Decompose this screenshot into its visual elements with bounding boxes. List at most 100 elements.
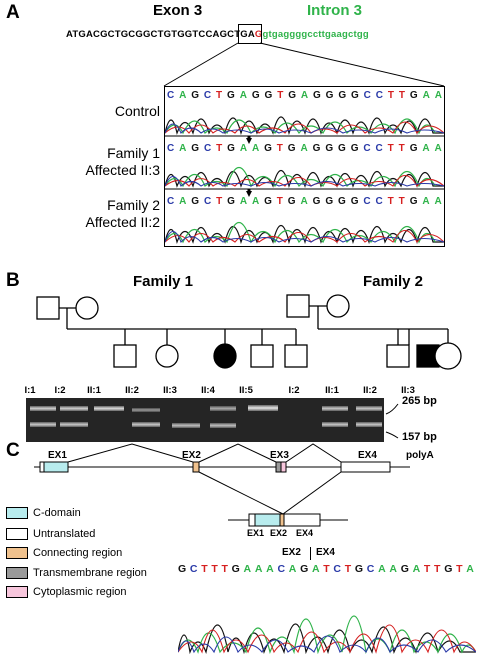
base-2-15: G <box>350 196 359 207</box>
base-1-16: C <box>363 143 371 154</box>
base-1-6: A <box>239 143 248 154</box>
base-2-2: G <box>191 196 200 207</box>
legend-c-domain: C-domain <box>6 506 81 520</box>
base-1-14: G <box>338 143 346 154</box>
base-2-14: G <box>338 196 346 207</box>
base-2-5: G <box>227 196 235 207</box>
base-2-21: A <box>422 196 430 207</box>
base-0-4: T <box>216 90 223 101</box>
legend-untranslated: Untranslated <box>6 527 95 541</box>
family2-title: Family 2 <box>363 273 424 290</box>
exon3-title: Exon 3 <box>153 2 203 19</box>
base-2-16: C <box>363 196 371 207</box>
mutation-arrow-family2 <box>246 191 252 197</box>
base-2-17: C <box>375 196 383 207</box>
base-0-22: A <box>434 90 442 101</box>
junction-divider <box>310 547 311 560</box>
base-1-1: A <box>179 143 187 154</box>
junction-base-24: G <box>444 563 453 575</box>
row-label-family2: Family 2 Affected II:2 <box>85 197 160 230</box>
legend-cytoplasmic: Cytoplasmic region <box>6 585 127 599</box>
junction-base-18: A <box>378 563 386 575</box>
legend-swatch-connecting <box>6 547 28 559</box>
lane-label-5: II:4 <box>201 385 215 396</box>
legend-transmembrane: Transmembrane region <box>6 566 147 580</box>
base-1-3: C <box>203 143 212 154</box>
base-0-16: C <box>363 90 371 101</box>
legend-swatch-untranslated <box>6 528 28 540</box>
row-label-control: Control <box>114 103 160 119</box>
lane-label-8: II:1 <box>325 385 339 396</box>
family1-mother <box>75 296 99 320</box>
junction-base-19: A <box>389 563 397 575</box>
junction-base-13: T <box>323 563 330 575</box>
base-2-20: G <box>409 196 418 207</box>
base-0-21: A <box>422 90 430 101</box>
base-2-10: G <box>287 196 296 207</box>
junction-base-16: G <box>354 563 364 575</box>
junction-base-12: A <box>311 563 320 575</box>
exon4-box <box>340 461 391 473</box>
spliced-ex2-label: EX2 <box>270 528 288 538</box>
base-0-7: G <box>251 90 260 101</box>
base-0-18: T <box>387 90 395 101</box>
base-0-10: G <box>288 90 296 101</box>
gene-structure <box>34 443 410 527</box>
legend-swatch-transmembrane <box>6 567 28 579</box>
base-2-6: A <box>239 196 248 207</box>
junction-base-11: G <box>300 563 309 575</box>
base-0-17: C <box>375 90 384 101</box>
junction-base-15: T <box>344 563 352 575</box>
lane-label-7: I:2 <box>288 385 300 396</box>
lane-label-2: II:1 <box>87 385 101 396</box>
mutated-base: G <box>254 29 263 40</box>
base-1-0: C <box>167 143 175 154</box>
junction-right-label: EX4 <box>316 547 335 558</box>
junction-base-20: G <box>400 563 409 575</box>
band-label-157: 157 bp <box>402 431 437 443</box>
base-0-2: G <box>191 90 200 101</box>
base-2-18: T <box>387 196 394 207</box>
base-2-1: A <box>179 196 187 207</box>
base-0-12: G <box>312 90 321 101</box>
lane-label-6: II:5 <box>239 385 253 396</box>
base-1-15: G <box>350 143 359 154</box>
base-0-15: G <box>351 90 359 101</box>
lane-label-10: II:3 <box>401 385 415 396</box>
family1-ii3-affected <box>213 343 237 369</box>
base-0-9: T <box>277 90 284 101</box>
band-pointers <box>385 403 399 439</box>
spliced-ex1-label: EX1 <box>247 528 265 538</box>
junction-base-5: G <box>231 563 240 575</box>
lane-label-4: II:3 <box>163 385 177 396</box>
legend-swatch-c-domain <box>6 507 28 519</box>
base-1-9: T <box>276 143 283 154</box>
genomic-sequence: ATGACGCTGCGGCTGTGGTCCAGCTGAGgtgaggggcctt… <box>66 29 369 40</box>
family1-father <box>36 296 60 320</box>
base-1-7: A <box>251 143 260 154</box>
base-1-20: G <box>409 143 418 154</box>
junction-chromatogram <box>178 615 476 654</box>
base-1-8: G <box>264 143 272 154</box>
base-1-13: G <box>325 143 334 154</box>
base-1-21: A <box>422 143 430 154</box>
base-2-13: G <box>325 196 334 207</box>
base-1-11: A <box>300 143 308 154</box>
base-2-8: G <box>264 196 272 207</box>
base-1-17: C <box>375 143 383 154</box>
base-1-12: G <box>312 143 321 154</box>
base-1-10: G <box>287 143 296 154</box>
exon4-label: EX4 <box>358 450 377 461</box>
junction-base-17: C <box>366 563 375 575</box>
junction-base-3: T <box>211 563 218 575</box>
family2-mother <box>326 294 350 318</box>
junction-left-label: EX2 <box>282 547 301 558</box>
junction-base-23: T <box>434 563 441 575</box>
polya-label: polyA <box>406 450 434 461</box>
row-label-family1: Family 1 Affected II:3 <box>85 145 160 178</box>
base-2-4: T <box>216 196 223 207</box>
exon3-label: EX3 <box>270 450 289 461</box>
base-2-11: A <box>300 196 308 207</box>
junction-base-6: A <box>243 563 252 575</box>
